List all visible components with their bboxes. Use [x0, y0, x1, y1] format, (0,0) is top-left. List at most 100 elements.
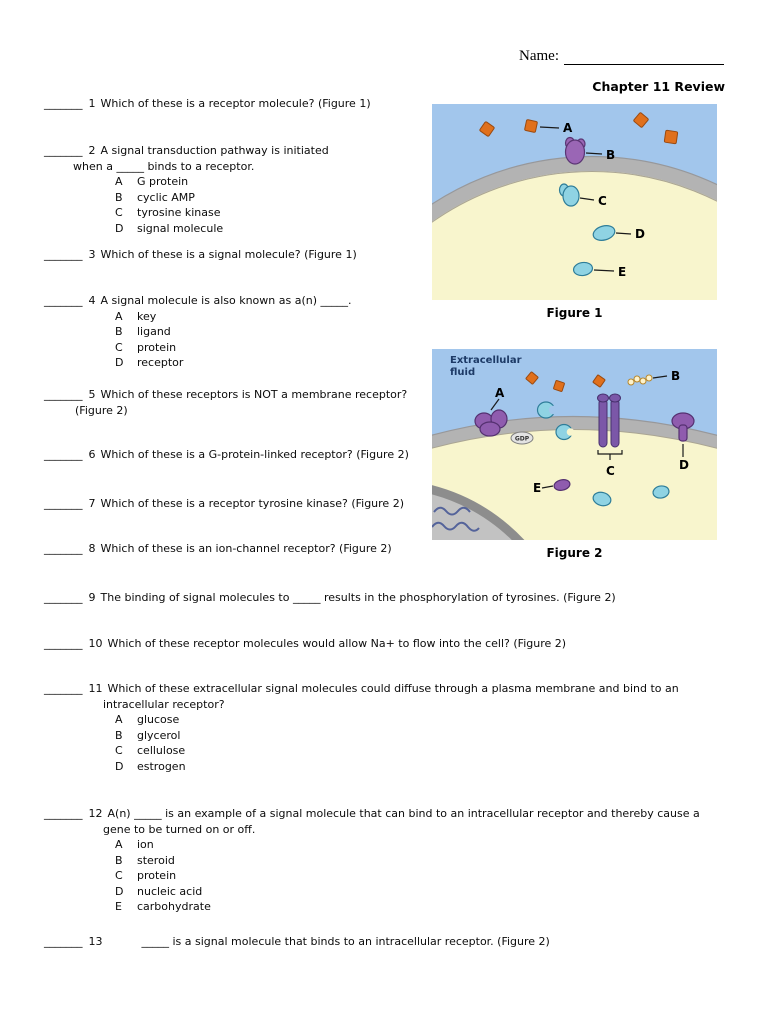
receptor-b-icon	[564, 136, 586, 165]
name-input-line[interactable]	[563, 50, 724, 65]
question-2: _______ 2 A signal transduction pathway is…	[44, 143, 429, 236]
signal-molecule-icons	[479, 112, 679, 145]
choice-text: glucose	[137, 713, 180, 726]
cytoplasm-molecule-icon	[592, 491, 612, 507]
question-number: 12	[88, 807, 103, 820]
question-text: Which of these is a receptor tyrosine ki…	[100, 497, 405, 510]
question-number: 7	[88, 497, 96, 510]
answer-blank[interactable]: _______	[44, 144, 83, 157]
g-protein-icons	[536, 401, 575, 441]
label-lines	[539, 126, 632, 272]
extracellular-fluid-label-2: fluid	[450, 367, 475, 378]
choice-letter: D	[115, 884, 124, 898]
question-number: 11	[88, 682, 103, 695]
question-text: _____ is a signal molecule that binds to…	[141, 935, 550, 948]
question-line: _______ 12 A(n) _____ is an example of a s…	[44, 806, 759, 822]
choice-text: key	[137, 309, 157, 323]
question-11: _______ 11 Which of these extracellular si…	[44, 681, 759, 774]
choice-letter: B	[115, 325, 123, 338]
answer-blank[interactable]: _______	[44, 935, 83, 948]
receptor-c-icon	[558, 183, 580, 207]
answer-blank[interactable]: _______	[44, 497, 83, 510]
question-text: A(n) _____ is an example of a signal mol…	[107, 807, 700, 820]
nucleus	[432, 485, 525, 540]
choice-letter: B	[115, 853, 123, 867]
question-12: _______ 12 A(n) _____ is an example of a s…	[44, 806, 759, 915]
question-13: _______ 13 _____ is a signal molecule that…	[44, 934, 759, 950]
extracellular-fluid-label: Extracellular	[450, 355, 522, 366]
choice-text: protein	[137, 869, 177, 882]
choice-text: protein	[137, 340, 177, 354]
choice-text: G protein	[137, 175, 189, 188]
molecule-e-icon	[553, 479, 571, 491]
question-text: Which of these is a signal molecule? (Fi…	[100, 248, 357, 261]
question-text: Which of these extracellular signal mole…	[107, 682, 679, 695]
choice-letter: E	[115, 900, 122, 913]
question-text-continued: intracellular receptor?	[103, 697, 225, 711]
answer-blank[interactable]: _______	[44, 807, 83, 820]
molecule-e-icon	[572, 261, 594, 277]
question-number: 4	[88, 294, 96, 307]
gdp-molecule-icon: GDP	[510, 431, 534, 445]
figure2-label-a: A	[495, 386, 505, 400]
question-text: A signal transduction pathway is initiat…	[100, 144, 329, 157]
figure2-caption: Figure 2	[546, 546, 603, 560]
question-number: 13	[88, 935, 103, 948]
answer-blank[interactable]: _______	[44, 682, 83, 695]
question-text-continued: (Figure 2)	[75, 403, 128, 417]
choice-letter: D	[115, 356, 124, 369]
question-number: 1	[88, 97, 96, 110]
question-line: _______ 2 A signal transduction pathway is…	[44, 143, 429, 159]
ligand-bead-chain-icon	[627, 374, 653, 386]
answer-blank[interactable]: _______	[44, 388, 83, 401]
choice-letter: B	[115, 728, 123, 742]
choice-text: receptor	[137, 356, 184, 369]
question-text: Which of these is a G-protein-linked rec…	[100, 448, 409, 461]
question-7: _______ 7 Which of these is a receptor tyr…	[44, 496, 429, 512]
question-number: 10	[88, 637, 103, 650]
answer-blank[interactable]: _______	[44, 542, 83, 555]
choice-text: signal molecule	[137, 221, 224, 235]
answer-blank[interactable]: _______	[44, 294, 83, 307]
question-number: 3	[88, 248, 96, 261]
label-lines	[490, 375, 684, 489]
page-title: Chapter 11 Review	[592, 79, 725, 94]
choice-letter: D	[115, 221, 124, 235]
gdp-label: GDP	[515, 436, 530, 443]
figure2-label-c: C	[606, 464, 615, 478]
choice-letter: A	[115, 838, 123, 851]
figure1-label-c: C	[598, 194, 607, 208]
answer-blank[interactable]: _______	[44, 97, 83, 110]
name-label: Name:	[519, 48, 559, 64]
question-number: 2	[88, 144, 96, 157]
figure1-diagram: A B C D E	[432, 104, 717, 300]
choice-letter: A	[115, 713, 123, 726]
choice-letter: C	[115, 744, 123, 757]
choice-text: ion	[137, 838, 154, 851]
question-number: 6	[88, 448, 96, 461]
answer-blank[interactable]: _______	[44, 591, 83, 604]
figure1-label-b: B	[606, 148, 615, 162]
question-line: _______ 3 Which of these is a signal molec…	[44, 247, 429, 263]
question-number: 5	[88, 388, 96, 401]
question-text-continued: gene to be turned on or off.	[103, 822, 256, 836]
answer-blank[interactable]: _______	[44, 448, 83, 461]
question-text: Which of these is a receptor molecule? (…	[100, 97, 371, 110]
question-text-continued: when a _____ binds to a receptor.	[73, 159, 255, 173]
choice-letter: B	[115, 190, 123, 204]
cytoplasm	[432, 423, 717, 540]
answer-blank[interactable]: _______	[44, 637, 83, 650]
answer-blank[interactable]: _______	[44, 248, 83, 261]
